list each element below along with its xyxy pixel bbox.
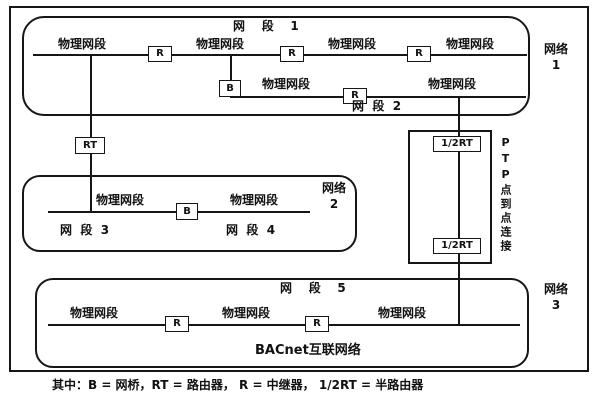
repeater-box: R	[407, 46, 431, 62]
physical-segment-label: 物理网段	[70, 306, 119, 320]
physical-segment-label: 物理网段	[58, 37, 107, 51]
segment4-label: 网 段 4	[226, 223, 276, 237]
physical-segment-label: 物理网段	[230, 193, 279, 207]
repeater-box: R	[343, 88, 367, 104]
repeater-box: R	[280, 46, 304, 62]
network1-boundary	[22, 16, 530, 116]
physical-segment-label: 物理网段	[222, 306, 271, 320]
physical-segment-label: 物理网段	[262, 77, 311, 91]
ptp-boundary	[408, 130, 492, 264]
diagram-frame	[9, 6, 589, 372]
segment3-label: 网 段 3	[60, 223, 110, 237]
legend-text: 其中：B = 网桥，RT = 路由器， R = 中继器， 1/2RT = 半路由…	[52, 378, 424, 392]
physical-segment-label: 物理网段	[446, 37, 495, 51]
segment2-label: 网 段 2	[352, 99, 402, 113]
connector-seg1-to-seg2-line	[230, 54, 232, 97]
router-box: RT	[75, 137, 105, 154]
bridge-box: B	[176, 203, 198, 220]
network3-boundary	[35, 278, 529, 368]
network1-label: 网络 1	[543, 42, 568, 72]
segment5-label: 网 段 5	[280, 281, 346, 295]
diagram-title: BACnet互联网络	[255, 343, 361, 358]
bridge-box: B	[219, 80, 241, 97]
connector-net1-to-net2-line	[90, 54, 92, 212]
segment2-bus-line	[230, 96, 526, 98]
repeater-box: R	[305, 316, 329, 332]
physical-segment-label: 物理网段	[328, 37, 377, 51]
physical-segment-label: 物理网段	[378, 306, 427, 320]
repeater-box: R	[165, 316, 189, 332]
segment1-label: 网 段 1	[233, 19, 299, 33]
half-router-box: 1/2RT	[433, 136, 481, 152]
physical-segment-label: 物理网段	[428, 77, 477, 91]
physical-segment-label: 物理网段	[196, 37, 245, 51]
network2-label: 网络 2	[321, 181, 346, 211]
network3-label: 网络 3	[543, 282, 568, 312]
half-router-box: 1/2RT	[433, 238, 481, 254]
physical-segment-label: 物理网段	[96, 193, 145, 207]
segment5-bus-line	[48, 324, 520, 326]
repeater-box: R	[148, 46, 172, 62]
network2-boundary	[22, 175, 357, 252]
connector-net1-to-net3-line	[458, 96, 460, 325]
ptp-label: PTP点到点连接	[499, 136, 512, 254]
